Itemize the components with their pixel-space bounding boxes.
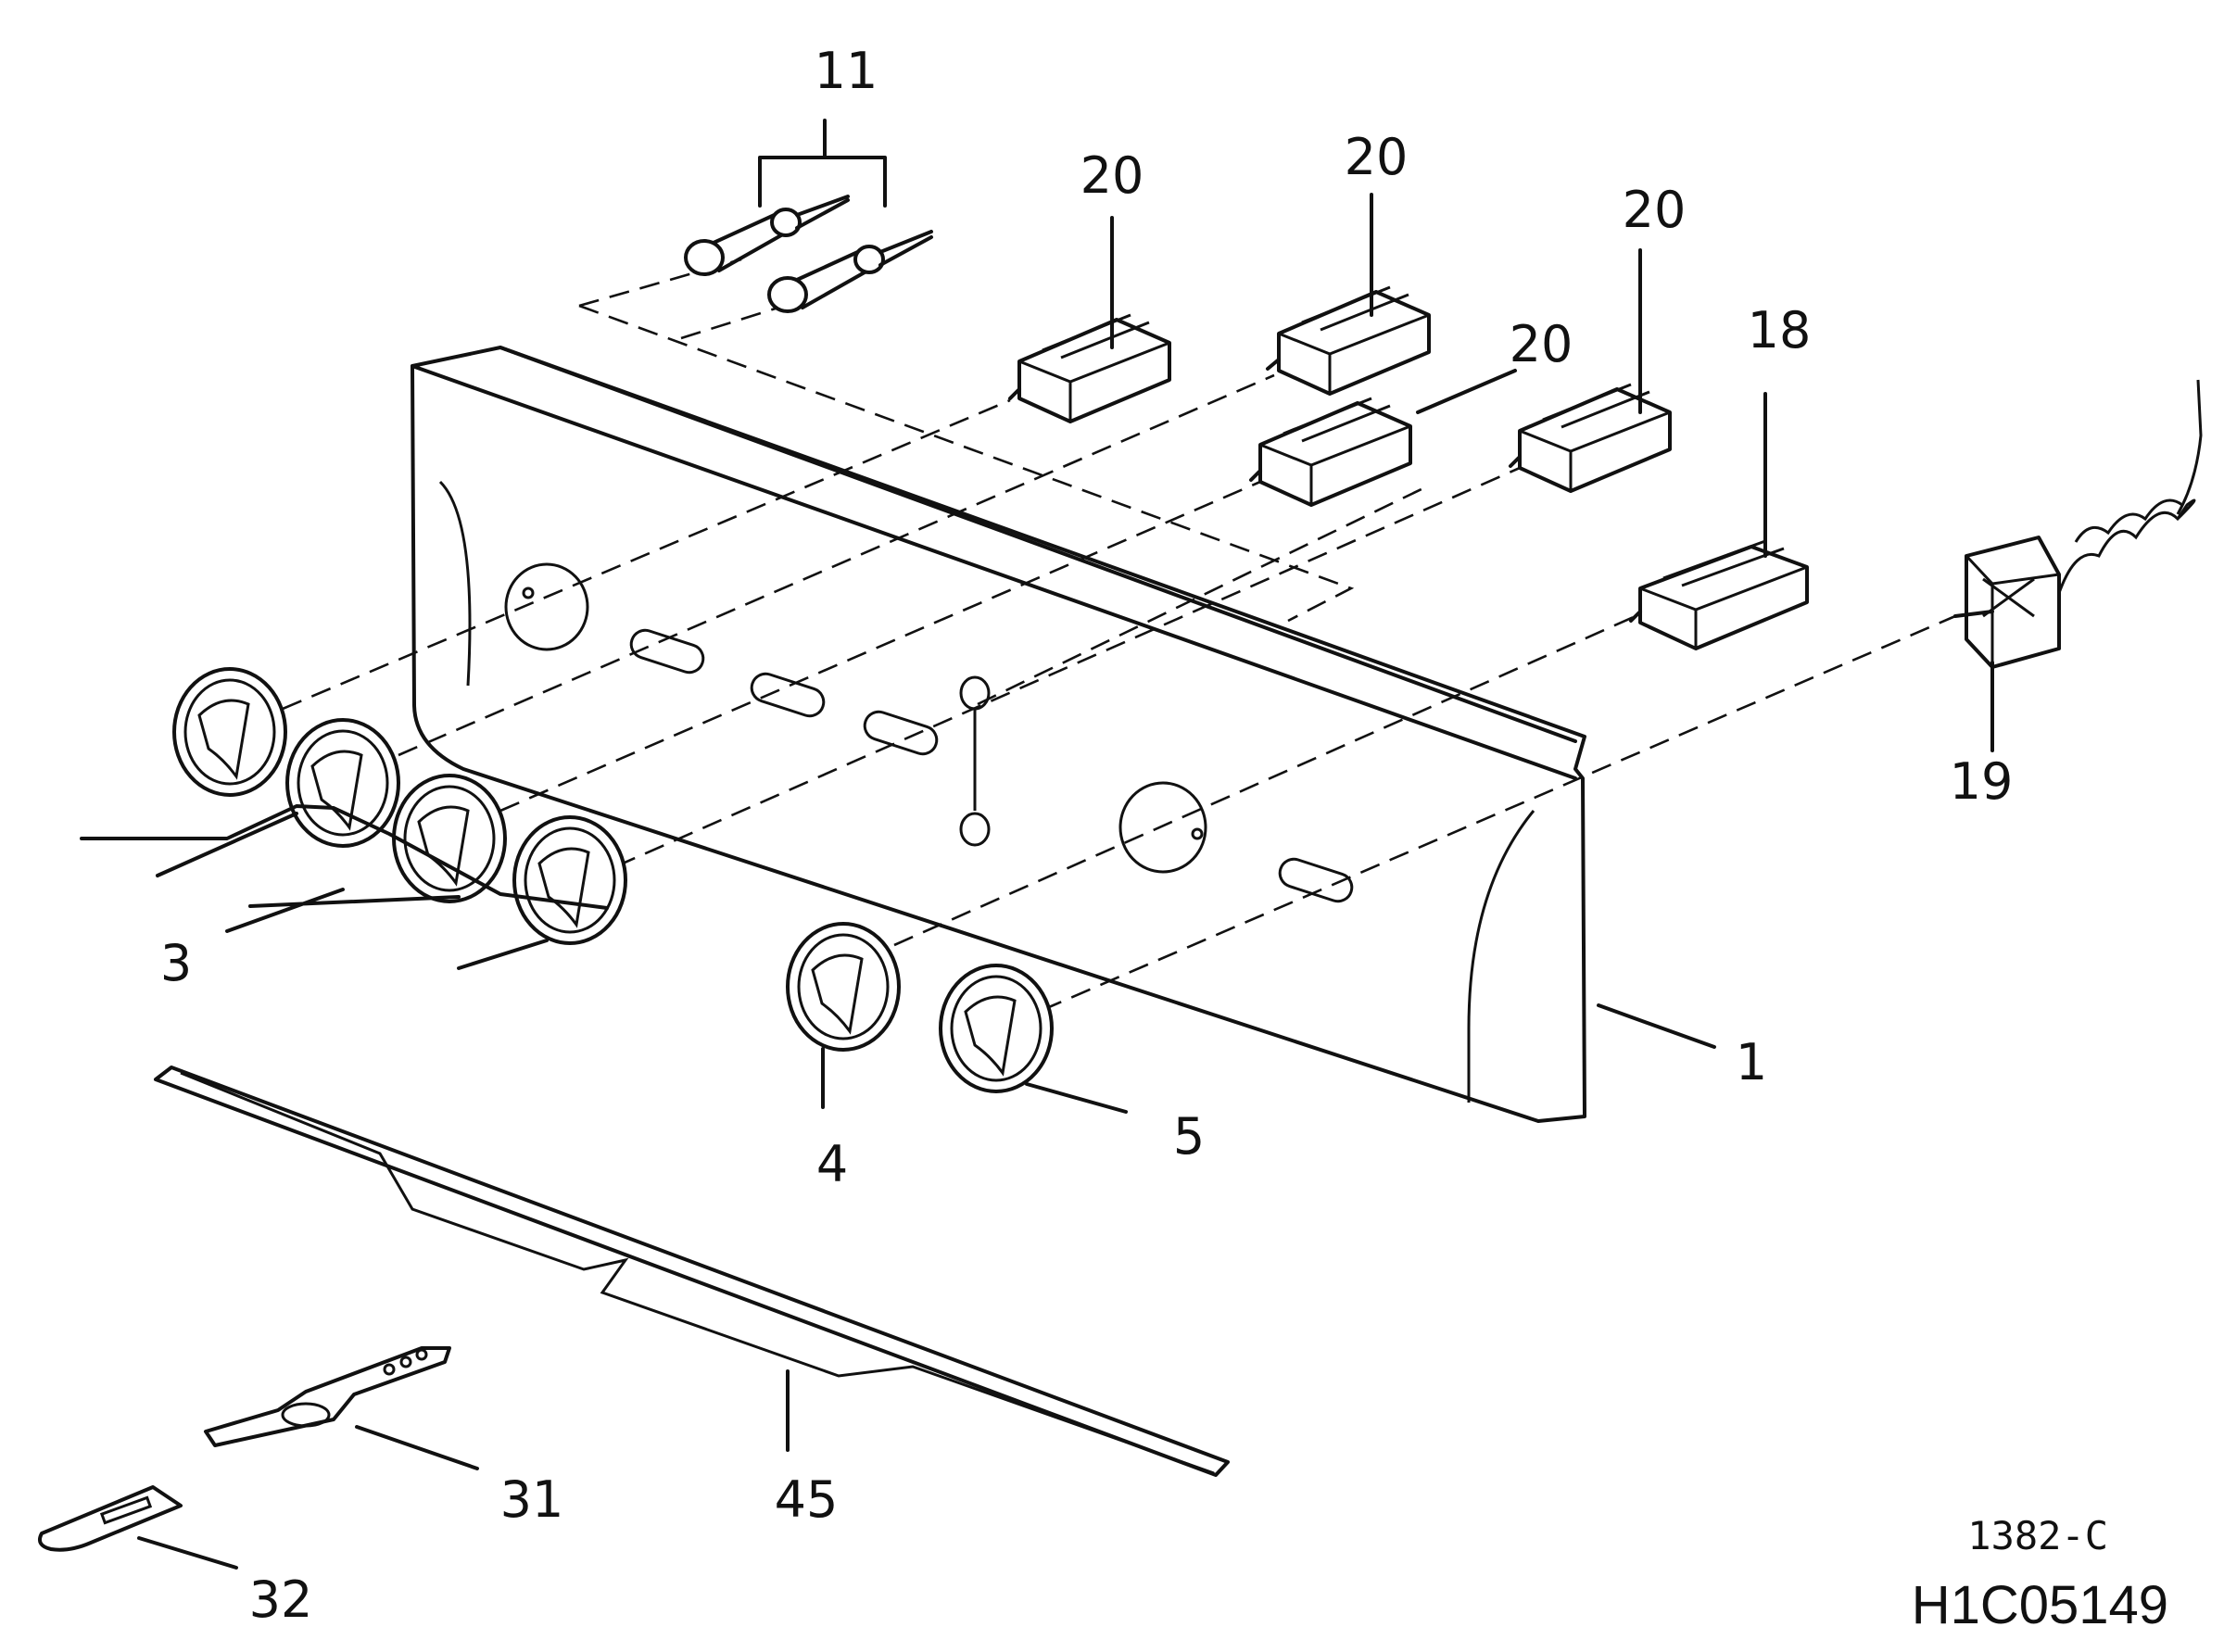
clip-32 — [38, 1485, 183, 1552]
callout-11: 11 — [815, 42, 878, 100]
drawing-number: H1C05149 — [1912, 1575, 2168, 1635]
bracket-31 — [204, 1346, 451, 1447]
switch-20-b — [1266, 285, 1431, 396]
callout-5: 5 — [1173, 1107, 1205, 1166]
knob-4 — [512, 815, 627, 945]
callout-4: 4 — [816, 1135, 848, 1193]
knob-3 — [392, 774, 507, 903]
switch-20-a — [1008, 313, 1171, 423]
knob-5-part — [939, 964, 1054, 1093]
knob-4-part — [786, 922, 901, 1052]
switch-20-d — [1509, 383, 1672, 493]
thermostat-19 — [1953, 379, 2203, 669]
trim-strip-45 — [154, 1066, 1230, 1477]
callout-20-a: 20 — [1080, 146, 1144, 205]
callout-31: 31 — [500, 1470, 564, 1529]
callout-20-c: 20 — [1510, 315, 1573, 373]
callout-1: 1 — [1736, 1033, 1767, 1091]
alignment-lines — [282, 258, 1956, 1012]
revision-code: 1382-C — [1967, 1513, 2108, 1558]
switch-18 — [1629, 539, 1809, 650]
leader-lines — [137, 193, 1994, 1570]
callout-32: 32 — [249, 1570, 313, 1629]
callout-18: 18 — [1748, 301, 1812, 359]
callout-20-d: 20 — [1623, 181, 1687, 239]
callout-45: 45 — [775, 1470, 839, 1529]
callout-labels: 11 20 20 20 20 18 19 3 4 5 1 45 31 32 — [160, 42, 2014, 1629]
callout-19: 19 — [1950, 752, 2014, 811]
switch-20-c — [1249, 397, 1412, 507]
callout-3: 3 — [160, 934, 192, 992]
knob-group-3 — [80, 667, 627, 970]
knob-1 — [172, 667, 287, 797]
knob-2 — [285, 718, 400, 848]
callout-20-b: 20 — [1345, 128, 1409, 186]
indicator-lamps — [684, 119, 933, 313]
